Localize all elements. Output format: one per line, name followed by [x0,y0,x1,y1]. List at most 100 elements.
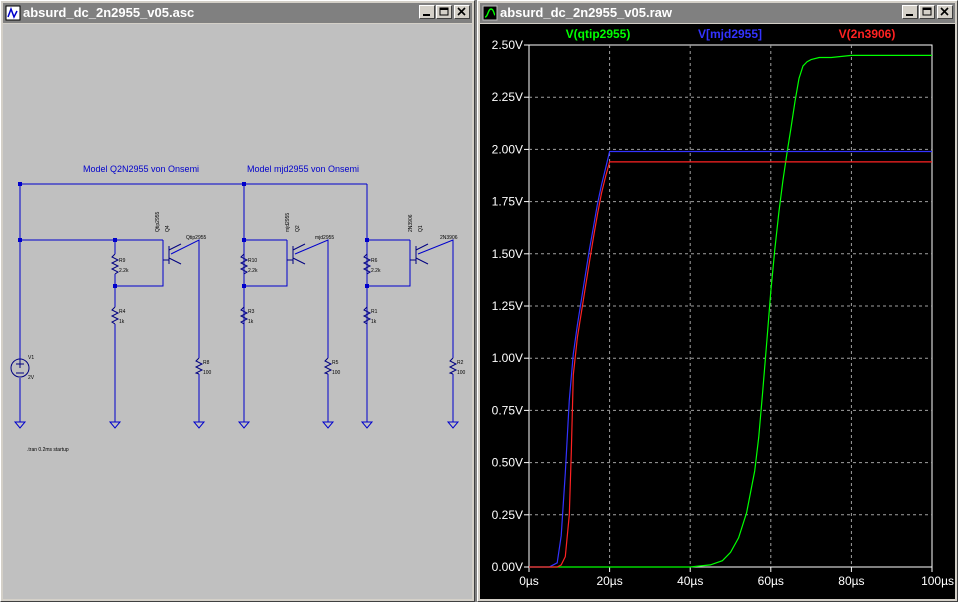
minimize-icon [423,14,430,16]
q1-node-label: 2N3906 [440,235,458,241]
resistor-r3 [239,306,249,325]
minimize-button[interactable] [902,5,918,19]
r1-value: 1k [371,319,377,325]
r9-name: R9 [119,258,126,264]
transistor-q1 [410,243,429,265]
ground-icon [13,421,27,429]
waveform-chart[interactable]: 0.00V0.25V0.50V0.75V1.00V1.25V1.50V1.75V… [480,24,955,599]
resistor-r8 [194,357,204,375]
r3-name: R3 [248,309,255,315]
r9-value: 2.2k [119,268,129,274]
legend: V(qtip2955) V[mjd2955] V(2n3906) [566,27,896,41]
schematic-drawing[interactable]: Model Q2N2955 von Onsemi Model mjd2955 v… [3,24,472,599]
y-tick-label: 1.00V [492,351,523,365]
y-tick-label: 0.75V [492,403,523,417]
r5-name: R5 [332,360,339,366]
x-tick-label: 20µs [596,574,622,588]
y-tick-label: 0.50V [492,456,523,470]
sim-directive: .tran 0.2ms startup [27,447,69,453]
ground-icon [446,421,460,429]
x-axis-ticks: 0µs 20µs 40µs 60µs 80µs 100µs [519,567,954,588]
resistor-r2 [448,357,458,375]
r6-name: R6 [371,258,378,264]
grid-lines [529,45,932,567]
q1-model: 2N3906 [408,214,414,232]
maximize-button[interactable] [436,5,452,19]
maximize-icon [439,7,449,16]
plot-window-title: absurd_dc_2n2955_v05.raw [500,5,672,20]
r4-value: 1k [119,319,125,325]
model-label-qtip2955: Model Q2N2955 von Onsemi [83,164,199,174]
r8-value: 100 [203,370,212,376]
close-button[interactable] [454,5,470,19]
q4-node-label: Qtip2955 [186,235,207,241]
resistor-r5 [323,357,333,375]
series-line-0 [529,54,932,568]
schematic-titlebar[interactable]: absurd_dc_2n2955_v05.asc [3,3,472,23]
ground-icon [360,421,374,429]
x-tick-label: 80µs [838,574,864,588]
transistor-q4 [163,243,182,265]
r8-name: R8 [203,360,210,366]
q1-name: Q1 [418,225,424,232]
y-tick-label: 1.75V [492,195,523,209]
r10-name: R10 [248,258,257,264]
transistors [163,243,429,265]
r3-value: 1k [248,319,254,325]
close-icon [457,7,466,16]
schematic-window[interactable]: absurd_dc_2n2955_v05.asc [0,0,475,602]
resistor-r6 [362,253,372,275]
ground-symbols [13,421,460,429]
plot-window[interactable]: absurd_dc_2n2955_v05.raw 0.00V 0.25V 0.50V… [477,0,958,602]
y-tick-label: 2.50V [492,38,523,52]
resistors [110,253,458,375]
wires [19,183,454,422]
waveform-app-icon [482,5,498,21]
r2-value: 100 [457,370,466,376]
r4-name: R4 [119,309,126,315]
y-tick-label: 0.00V [492,560,523,574]
ground-icon [321,421,335,429]
schematic-window-title: absurd_dc_2n2955_v05.asc [23,5,195,20]
junctions [18,182,369,288]
source-name: V1 [28,355,34,361]
x-tick-label: 40µs [677,574,703,588]
series-line-1 [529,150,932,568]
ground-icon [237,421,251,429]
y-tick-label: 0.25V [492,508,523,522]
x-tick-label: 60µs [758,574,784,588]
maximize-icon [922,7,932,16]
close-button[interactable] [937,5,953,19]
q4-name: Q4 [165,225,171,232]
series-lines [529,54,932,568]
transistor-q2 [287,243,306,265]
series-line-2 [529,161,932,568]
q2-node-label: mjd2955 [315,235,334,241]
ground-icon [108,421,122,429]
minimize-button[interactable] [419,5,435,19]
r6-value: 2.2k [371,268,381,274]
source-value: 2V [28,375,35,381]
legend-entry-1[interactable]: V[mjd2955] [698,27,762,41]
maximize-button[interactable] [919,5,935,19]
r10-value: 2.2k [248,268,258,274]
r2-name: R2 [457,360,464,366]
y-tick-label: 2.25V [492,90,523,104]
resistor-r9 [110,253,120,275]
legend-entry-2[interactable]: V(2n3906) [839,27,896,41]
x-tick-label: 100µs [921,574,954,588]
q2-model: mjd2955 [285,213,291,232]
minimize-icon [906,14,913,16]
y-tick-label: 2.00V [492,142,523,156]
schematic-canvas[interactable]: Model Q2N2955 von Onsemi Model mjd2955 v… [3,24,472,599]
legend-entry-0[interactable]: V(qtip2955) [566,27,631,41]
plot-titlebar[interactable]: absurd_dc_2n2955_v05.raw [480,3,955,23]
x-tick-label: 0µs [519,574,539,588]
y-axis-ticks: 0.00V0.25V0.50V0.75V1.00V1.25V1.50V1.75V… [492,38,529,574]
resistor-r1 [362,306,372,325]
q4-model: Qtip2955 [155,211,161,232]
ltspice-app-icon [5,5,21,21]
resistor-r4 [110,306,120,325]
voltage-source-v1 [10,358,30,378]
